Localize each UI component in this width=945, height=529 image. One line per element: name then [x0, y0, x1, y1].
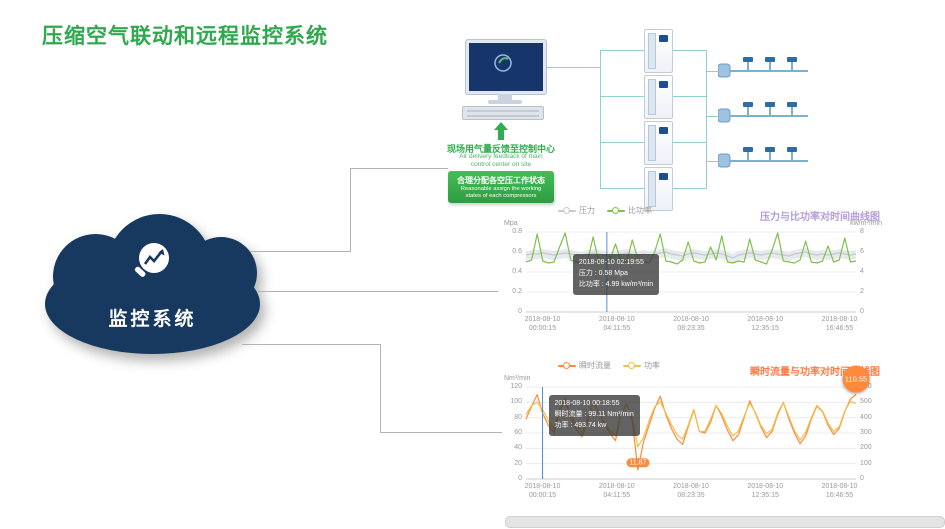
computer-monitor [466, 40, 546, 94]
y-axis-tick: 60 [514, 429, 522, 436]
legend-item[interactable]: 瞬时流量 [558, 360, 611, 371]
chart-legend: 瞬时流量 功率 [558, 360, 660, 371]
y-axis-tick: 6 [860, 248, 864, 255]
pipe-line [706, 50, 707, 189]
y-axis-tick: 8 [860, 228, 864, 235]
valve-manifold [718, 102, 808, 123]
chart-title: 压力与比功率对时间曲线图 [760, 212, 880, 223]
y-axis-tick: 0 [860, 308, 864, 315]
pipe-line [600, 50, 644, 51]
y-axis-tick: 80 [514, 413, 522, 421]
point-marker: 110.55 [842, 365, 870, 393]
y-axis-tick: 20 [514, 459, 522, 467]
monitor-stand [498, 94, 512, 100]
y-axis-tick: 300 [860, 429, 872, 436]
y-axis-tick: 4 [860, 268, 864, 275]
compressor-unit [644, 167, 673, 211]
legend-item[interactable]: 压力 [558, 205, 595, 216]
feedback-text-cn: 现场用气量反馈至控制中心 [446, 144, 555, 154]
feedback-text-en: Air delivery feedback of main control ce… [459, 153, 543, 169]
valve-manifold [718, 57, 808, 78]
y-axis-tick: 2 [860, 288, 864, 295]
legend-item[interactable]: 比功率 [607, 205, 652, 216]
pipe-line [671, 142, 706, 143]
connector-line [380, 432, 502, 433]
chart-plot-area[interactable]: 00201004020060300804001005001206002018-0… [510, 365, 872, 499]
pipe-line [706, 116, 718, 117]
pipe-line [671, 96, 706, 97]
connector-line [350, 168, 448, 169]
compressor-unit [644, 75, 673, 119]
y-axis-tick: 40 [514, 444, 522, 452]
y-axis-tick: 0 [518, 308, 522, 315]
pipe-line [671, 50, 706, 51]
data-zoom-slider[interactable] [505, 516, 945, 528]
connector-line [242, 344, 380, 345]
monitor-stand-base [488, 100, 522, 104]
y-axis-unit-left: Nm³/min [504, 375, 531, 382]
y-axis-tick: 0 [518, 475, 522, 482]
y-axis-tick: 100 [860, 459, 872, 467]
y-axis-tick: 0.4 [512, 268, 522, 275]
pipe-line [600, 50, 601, 189]
pipe-line [706, 71, 718, 72]
cloud-shape [45, 212, 260, 362]
y-axis-tick: 120 [510, 383, 522, 390]
y-axis-tick: 0.6 [512, 248, 522, 255]
y-axis-unit-right: kw/m³/min [850, 220, 882, 227]
flow-power-chart: 瞬时流量 功率 瞬时流量与功率对时间曲线图 Nm³/min 0 0 20 100 40 20… [500, 358, 882, 508]
y-axis-tick: 0.8 [512, 228, 522, 235]
valve-manifold [718, 147, 808, 168]
pipe-line [600, 142, 644, 143]
compressor-unit [644, 121, 673, 165]
pipe-line [600, 96, 644, 97]
point-marker: 11.87 [626, 458, 650, 468]
y-axis-tick: 400 [860, 413, 872, 421]
pipe-line [540, 67, 600, 68]
y-axis-unit-left: Mpa [504, 220, 518, 227]
y-axis-tick: 100 [510, 398, 522, 406]
legend-item[interactable]: 功率 [623, 360, 660, 371]
magnifier-chart-icon [134, 243, 169, 277]
y-axis-tick: 0.2 [512, 288, 522, 295]
y-axis-tick: 200 [860, 444, 872, 452]
monitoring-cloud: 监控系统 [45, 212, 260, 362]
chart-title: 瞬时流量与功率对时间曲线图 [750, 367, 880, 378]
page-title: 压缩空气联动和远程监控系统 [42, 25, 328, 48]
connector-line [250, 251, 350, 252]
compressor-unit [644, 29, 673, 73]
connector-line [258, 291, 498, 292]
up-arrow-icon [494, 122, 508, 140]
chart-legend: 压力 比功率 [558, 205, 652, 216]
cloud-label: 监控系统 [108, 309, 197, 330]
connector-line [350, 168, 351, 252]
y-axis-tick: 500 [860, 398, 872, 406]
y-axis-tick: 0 [860, 475, 864, 482]
pipe-line [706, 161, 718, 162]
assign-text-box: 合理分配各空压工作状态 Reasonable assign the workin… [448, 171, 554, 203]
pipe-line [600, 188, 644, 189]
connector-line [380, 344, 381, 433]
pipe-line [671, 188, 706, 189]
keyboard [462, 106, 544, 120]
